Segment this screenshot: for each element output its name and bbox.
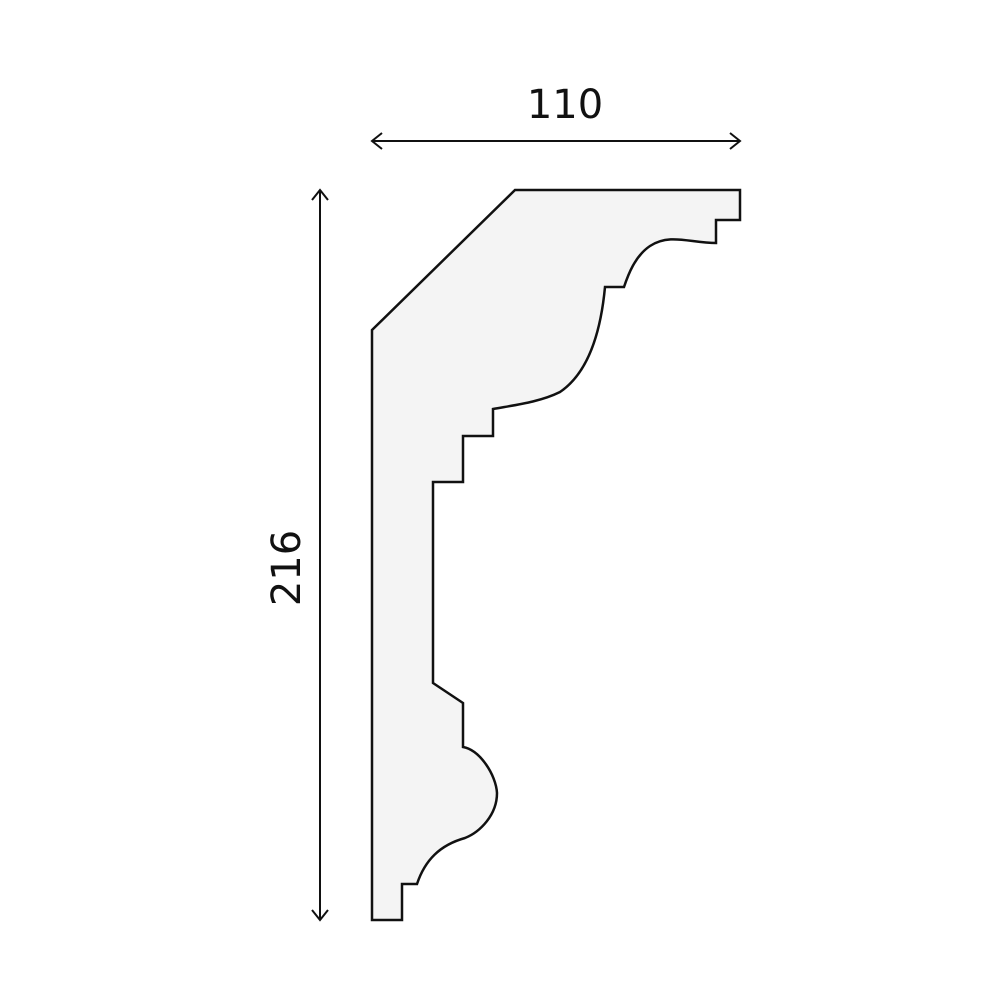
arrow-down-icon (311, 909, 329, 922)
width-dimension: 110 (370, 82, 742, 150)
height-dimension: 216 (264, 188, 329, 922)
height-dimension-label: 216 (264, 530, 310, 606)
width-dimension-label: 110 (527, 82, 603, 128)
arrow-right-icon (729, 132, 742, 150)
molding-profile (370, 188, 742, 922)
arrow-left-icon (370, 132, 383, 150)
arrow-up-icon (311, 188, 329, 201)
